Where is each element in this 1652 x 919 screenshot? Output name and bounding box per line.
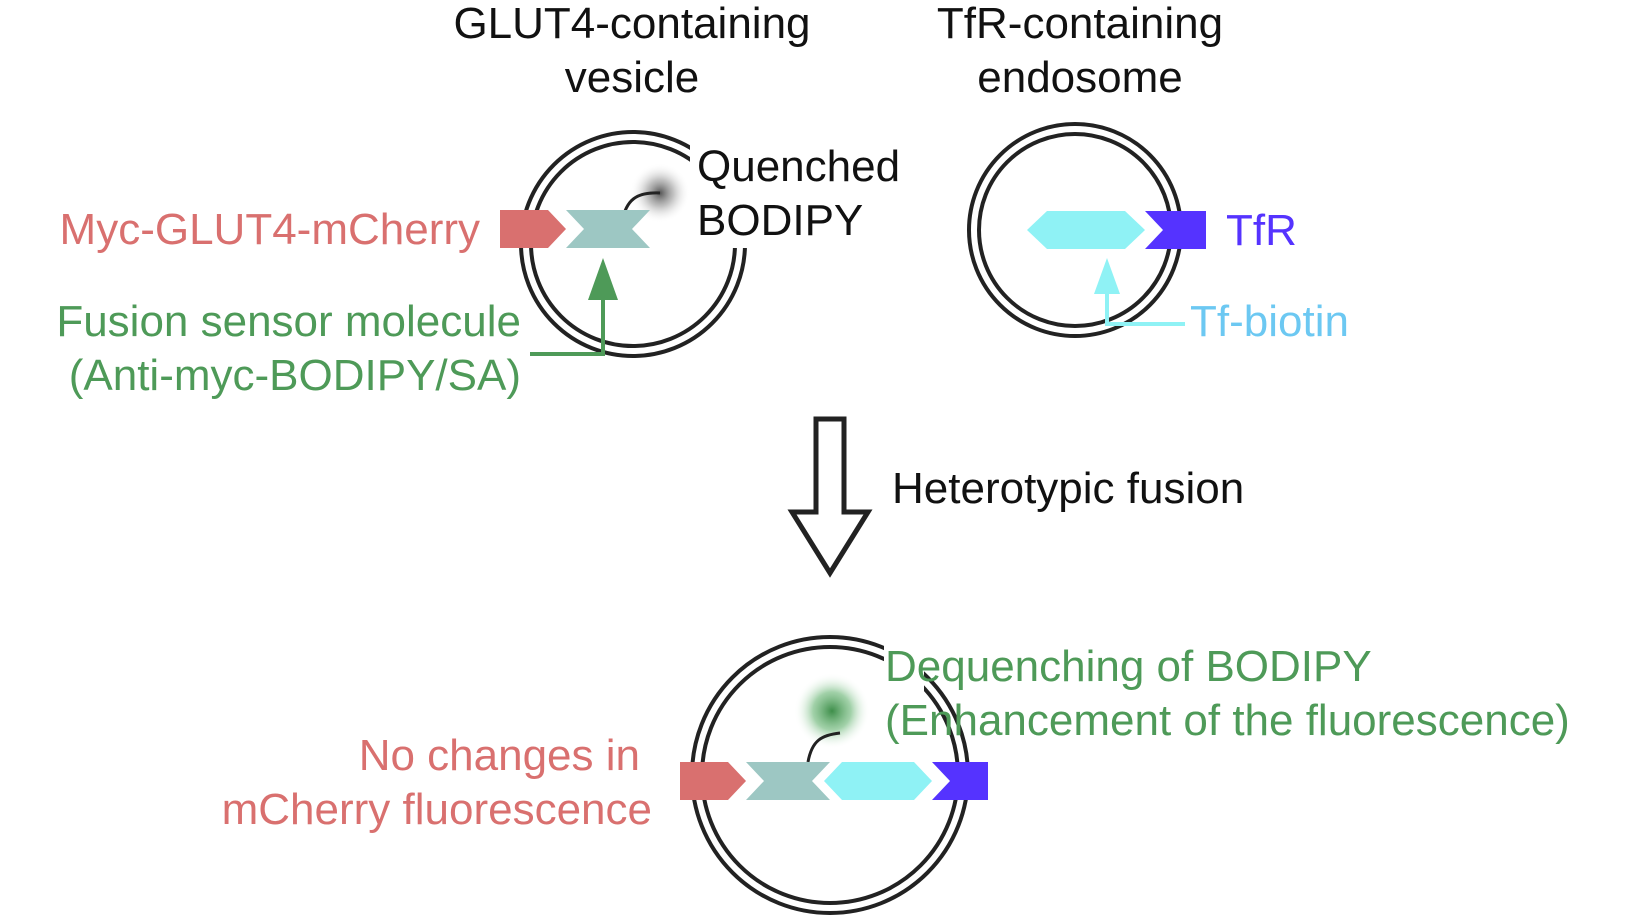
heterotypic-fusion-label: Heterotypic fusion (892, 464, 1244, 513)
tfr-block (1145, 211, 1206, 249)
dequenching-label-line1: Dequenching of BODIPY (885, 642, 1372, 691)
bodipy-linker-fused (806, 731, 841, 763)
fusion-sensor-block-fused (746, 762, 830, 800)
tfr-label: TfR (1226, 206, 1297, 255)
tf-biotin-label: Tf-biotin (1190, 297, 1349, 346)
heterotypic-fusion-arrow (787, 416, 873, 578)
dequenching-label-line2: (Enhancement of the fluorescence) (885, 696, 1570, 745)
fusion-sensor-arrow (530, 258, 618, 356)
dequenched-bodipy-glow (794, 673, 870, 749)
no-changes-label-line1: No changes in (359, 731, 640, 780)
tfr-block-fused (932, 762, 988, 800)
tfr-endosome-title-line2: endosome (977, 53, 1182, 102)
tf-biotin-arrow (1094, 258, 1185, 326)
glut4-vesicle-title-line1: GLUT4-containing (453, 0, 810, 48)
fusion-sensor-label-line1: Fusion sensor molecule (56, 297, 521, 346)
quenched-bodipy-label-line2: BODIPY (697, 196, 863, 245)
tf-biotin-block (1027, 211, 1145, 249)
mcherry-block (500, 210, 566, 248)
myc-glut4-mcherry-label: Myc-GLUT4-mCherry (60, 205, 480, 254)
mcherry-block-fused (680, 762, 746, 800)
tfr-endosome-title-line1: TfR-containing (937, 0, 1223, 48)
tf-biotin-block-fused (824, 762, 932, 800)
no-changes-label-line2: mCherry fluorescence (222, 785, 652, 834)
glut4-vesicle (519, 128, 940, 358)
fusion-sensor-label-line2: (Anti-myc-BODIPY/SA) (69, 351, 521, 400)
quenched-bodipy-label-line1: Quenched (697, 142, 900, 191)
fusion-sensor-block (566, 210, 650, 248)
glut4-vesicle-title-line2: vesicle (565, 53, 700, 102)
